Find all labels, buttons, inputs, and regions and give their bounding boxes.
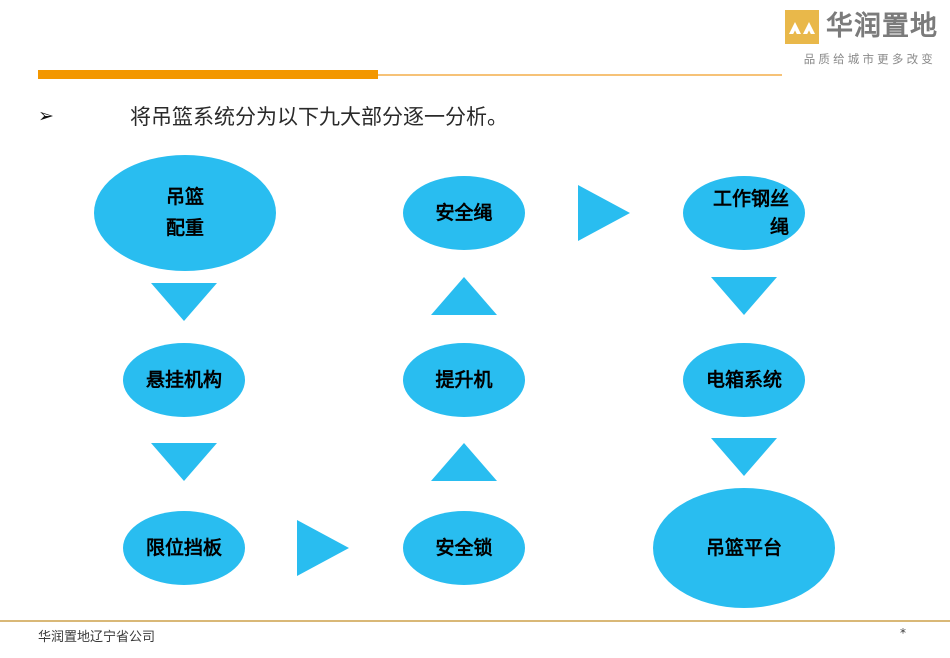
arrow-up-center-top	[431, 277, 497, 315]
node-label: 安全锁	[435, 536, 493, 559]
arrow-right-top-center	[578, 185, 630, 241]
node-dianxiang-xitong[interactable]: 电箱系统	[683, 343, 805, 417]
node-anquansheng[interactable]: 安全绳	[403, 176, 525, 250]
node-xianwei-dangban[interactable]: 限位挡板	[123, 511, 245, 585]
brand-logo: 华润置地 品质给城市更多改变	[768, 8, 938, 66]
node-label: 悬挂机构	[145, 368, 222, 391]
arrow-bullet-icon: ➢	[38, 104, 54, 127]
header-rule-thick	[38, 70, 378, 79]
node-label: 工作钢丝 绳	[712, 187, 789, 238]
arrow-down-right-bottom	[711, 438, 777, 476]
node-label: 吊篮 配重	[165, 186, 204, 239]
node-label: 提升机	[435, 368, 493, 391]
node-label: 限位挡板	[145, 536, 222, 559]
logo-row: 华润置地	[768, 8, 938, 46]
arrow-up-center-bottom	[431, 443, 497, 481]
node-xuangua-jigou[interactable]: 悬挂机构	[123, 343, 245, 417]
node-tishengji[interactable]: 提升机	[403, 343, 525, 417]
node-gongzuo-gangsisheng[interactable]: 工作钢丝 绳	[683, 176, 805, 250]
logo-tagline: 品质给城市更多改变	[803, 52, 936, 66]
footer-company: 华润置地辽宁省公司	[38, 630, 156, 645]
node-diaolan-pingtai[interactable]: 吊篮平台	[653, 488, 835, 608]
footer-divider	[0, 620, 950, 622]
node-diaolan-peizhong[interactable]: 吊篮 配重	[94, 155, 276, 271]
arrow-down-right-top	[711, 277, 777, 315]
footer-page-number: *	[900, 626, 906, 640]
arrow-right-bottom-left	[297, 520, 349, 576]
header-rule-thin	[38, 74, 782, 76]
slide-body-text: 将吊篮系统分为以下九大部分逐一分析。	[130, 105, 508, 129]
mountain-peaks-icon	[785, 10, 819, 44]
logo-wordmark: 华润置地	[826, 11, 938, 42]
node-anquansuo[interactable]: 安全锁	[403, 511, 525, 585]
arrow-down-left-bottom	[151, 443, 217, 481]
node-label: 安全绳	[435, 201, 493, 224]
node-label: 吊篮平台	[705, 536, 782, 559]
bullet-row: ➢ 将吊篮系统分为以下九大部分逐一分析。	[38, 98, 898, 134]
flow-diagram: 吊篮 配重 安全绳 工作钢丝 绳 悬挂机构 提升机 电箱系统 限位挡板 安全锁 …	[0, 140, 950, 620]
arrow-down-left-top	[151, 283, 217, 321]
node-label: 电箱系统	[705, 368, 782, 391]
